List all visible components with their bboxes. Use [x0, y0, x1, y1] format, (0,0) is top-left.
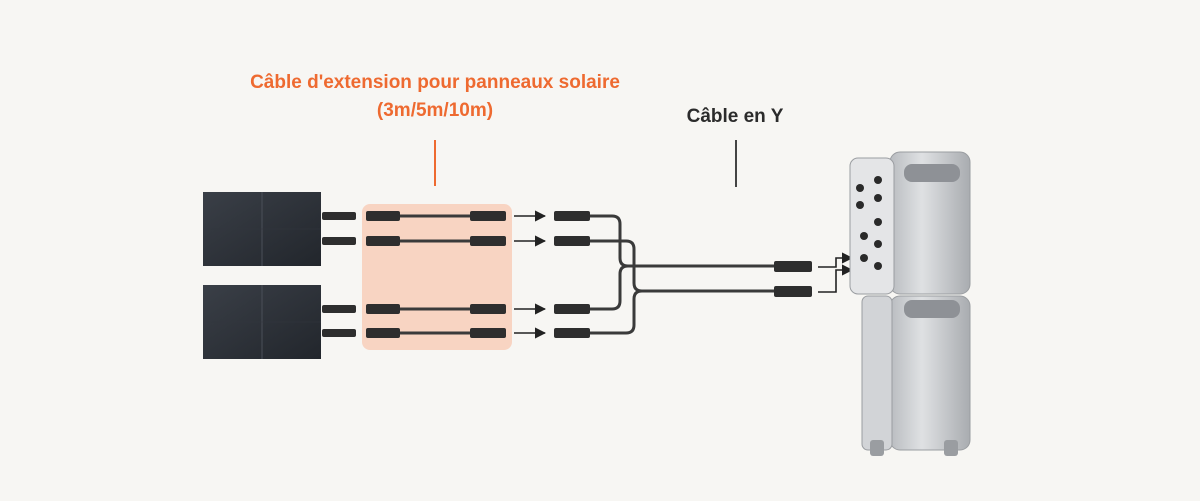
power-station-unit [849, 151, 971, 456]
panel-connectors [322, 212, 356, 337]
y-cable-output-connectors [774, 261, 812, 297]
y-cable-input-connectors [554, 211, 590, 338]
extension-cable-length-label: (3m/5m/10m) [376, 100, 494, 121]
y-to-unit-arrows [818, 252, 854, 293]
solar-panel-2 [203, 285, 321, 359]
y-cable-label: Câble en Y [686, 106, 784, 127]
extension-cable-1 [366, 211, 506, 221]
solar-panel-1 [203, 192, 321, 266]
unit-port-panel [856, 176, 882, 270]
extension-cables [366, 211, 506, 338]
extension-cable-4 [366, 328, 506, 338]
y-cable [588, 214, 780, 335]
extension-to-y-arrows [514, 210, 547, 339]
extension-cable-2 [366, 236, 506, 246]
extension-cable-3 [366, 304, 506, 314]
extension-cable-label: Câble d'extension pour panneaux solaire [250, 72, 620, 93]
